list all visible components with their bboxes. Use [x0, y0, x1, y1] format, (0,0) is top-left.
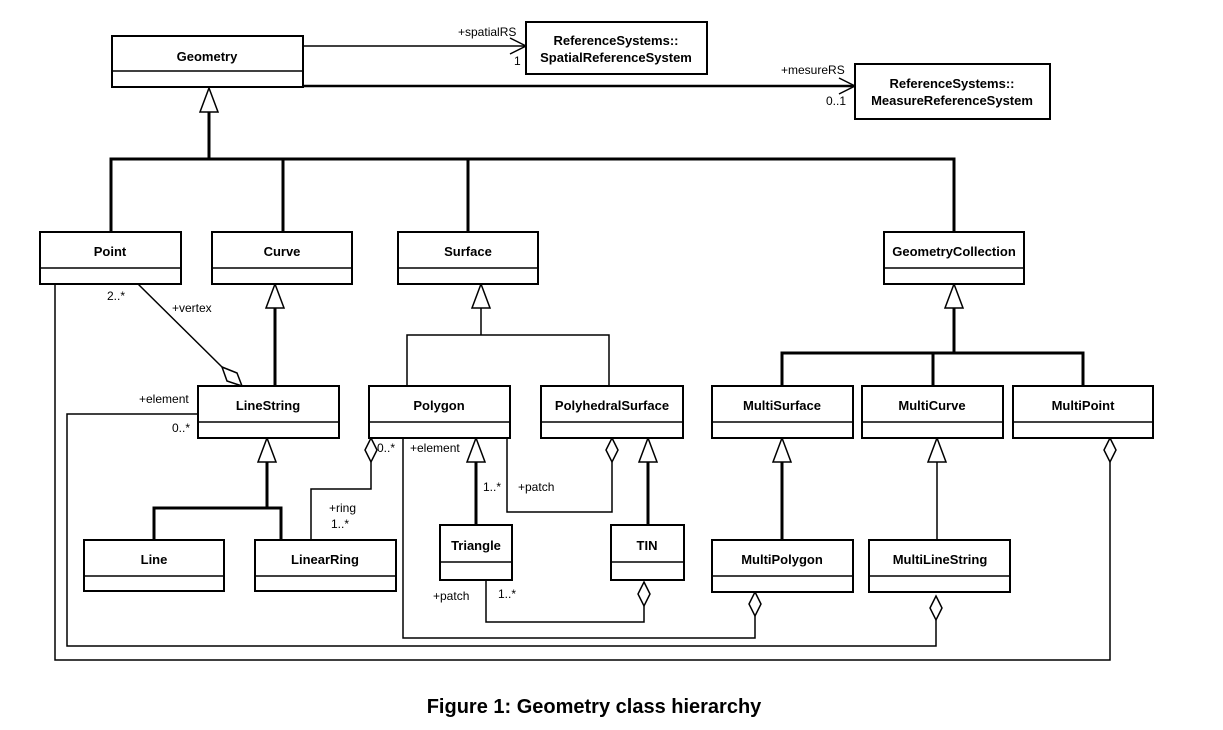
class-polyhedral-surface: PolyhedralSurface — [540, 385, 684, 439]
polygon-element-role-label: +element — [410, 441, 460, 455]
multicurve-generalization — [926, 435, 948, 540]
class-geometry: Geometry — [111, 35, 304, 88]
class-triangle-name: Triangle — [451, 538, 501, 553]
spatial-rs-multiplicity: 1 — [514, 54, 521, 68]
triangle-multiplicity: 1..* — [483, 480, 501, 494]
multilinestring-element-aggregation — [66, 413, 943, 647]
class-tin-name: TIN — [637, 538, 658, 553]
class-curve: Curve — [211, 231, 353, 285]
polyhedral-generalization — [637, 435, 659, 525]
class-multipoint: MultiPoint — [1012, 385, 1154, 439]
class-line-name: Line — [141, 552, 168, 567]
vertex-role-label: +vertex — [172, 301, 212, 315]
vertex-aggregation — [137, 283, 244, 388]
measure-rs-association — [303, 77, 857, 95]
class-spatial-reference-system: ReferenceSystems:: SpatialReferenceSyste… — [525, 21, 708, 75]
ring-role-label: +ring — [329, 501, 356, 515]
element-multiplicity: 0..* — [172, 421, 190, 435]
collection-generalization — [780, 281, 1085, 386]
class-measure-reference-system: ReferenceSystems:: MeasureReferenceSyste… — [854, 63, 1051, 120]
class-curve-name: Curve — [264, 244, 301, 259]
class-multipolygon-name: MultiPolygon — [741, 552, 823, 567]
class-measure-rs-name-line1: ReferenceSystems:: — [889, 76, 1014, 91]
polyhedral-patch-role-label: +patch — [518, 480, 554, 494]
polygon-ring-multiplicity: 0..* — [377, 441, 395, 455]
tin-patch-role-label: +patch — [433, 589, 469, 603]
surface-generalization — [406, 281, 610, 386]
class-geometry-name: Geometry — [177, 49, 238, 64]
tin-patch-aggregation — [485, 580, 651, 623]
class-multicurve-name: MultiCurve — [898, 398, 965, 413]
linestring-generalization — [152, 435, 283, 540]
class-linestring-name: LineString — [236, 398, 300, 413]
class-multicurve: MultiCurve — [861, 385, 1004, 439]
element-role-label: +element — [139, 392, 189, 406]
polyhedral-patch-aggregation — [506, 436, 619, 513]
class-linestring: LineString — [197, 385, 340, 439]
class-surface: Surface — [397, 231, 539, 285]
measure-rs-multiplicity: 0..1 — [826, 94, 846, 108]
class-multisurface-name: MultiSurface — [743, 398, 821, 413]
class-surface-name: Surface — [444, 244, 492, 259]
multipoint-element-aggregation — [54, 284, 1117, 661]
geometry-generalization — [109, 85, 956, 232]
class-point: Point — [39, 231, 182, 285]
measure-rs-role-label: +mesureRS — [781, 63, 845, 77]
class-spatial-rs-name-line2: SpatialReferenceSystem — [540, 50, 692, 65]
class-line: Line — [83, 539, 225, 592]
class-multilinestring-name: MultiLineString — [893, 552, 988, 567]
class-polyhedral-surface-name: PolyhedralSurface — [555, 398, 669, 413]
class-point-name: Point — [94, 244, 127, 259]
class-spatial-rs-name-line1: ReferenceSystems:: — [553, 33, 678, 48]
class-multipoint-name: MultiPoint — [1052, 398, 1115, 413]
figure-caption: Figure 1: Geometry class hierarchy — [426, 696, 762, 718]
curve-generalization — [264, 281, 286, 386]
class-measure-rs-name-line2: MeasureReferenceSystem — [871, 93, 1033, 108]
ring-aggregation — [310, 436, 378, 540]
class-multipolygon: MultiPolygon — [711, 539, 854, 593]
ring-multiplicity: 1..* — [331, 517, 349, 531]
multisurface-generalization — [771, 435, 793, 540]
spatial-rs-role-label: +spatialRS — [458, 25, 516, 39]
class-linearring-name: LinearRing — [291, 552, 359, 567]
class-multisurface: MultiSurface — [711, 385, 854, 439]
point-multiplicity: 2..* — [107, 289, 125, 303]
class-geometry-collection-name: GeometryCollection — [892, 244, 1016, 259]
class-tin: TIN — [610, 524, 685, 581]
polygon-generalization — [465, 435, 487, 525]
class-multilinestring: MultiLineString — [868, 539, 1011, 593]
tin-patch-multiplicity: 1..* — [498, 587, 516, 601]
class-polygon-name: Polygon — [413, 398, 464, 413]
multipolygon-element-aggregation — [402, 438, 762, 639]
class-polygon: Polygon — [368, 385, 511, 439]
class-linearring: LinearRing — [254, 539, 397, 592]
spatial-rs-association — [303, 37, 528, 55]
class-geometry-collection: GeometryCollection — [883, 231, 1025, 285]
class-triangle: Triangle — [439, 524, 513, 581]
